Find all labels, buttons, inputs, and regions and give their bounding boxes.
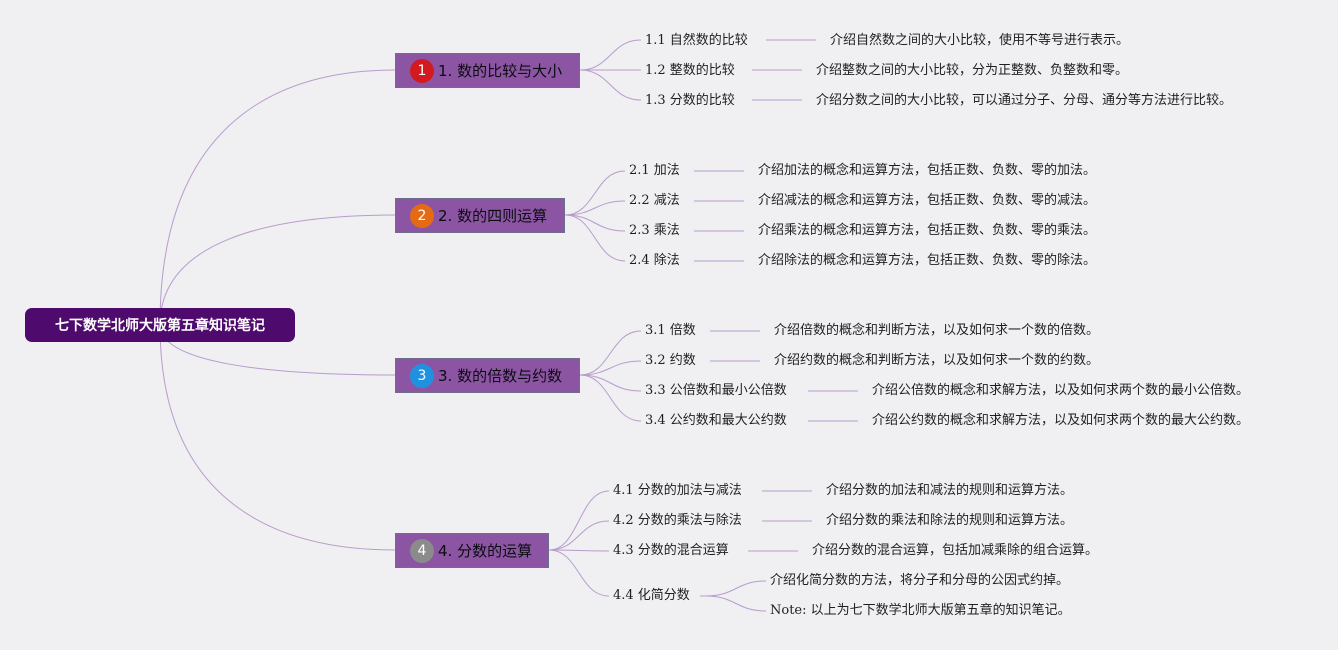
connector-line-14: [564, 214, 626, 262]
connector-line-4: [159, 324, 396, 551]
connector-line-20: [579, 360, 642, 376]
subtopic-1-3-desc[interactable]: 介绍分数之间的大小比较，可以通过分子、分母、通分等方法进行比较。: [816, 93, 1233, 108]
subtopic-2-3-desc[interactable]: 介绍乘法的概念和运算方法，包括正数、负数、零的乘法。: [758, 223, 1097, 238]
number-2-circle-icon: 2: [410, 203, 434, 228]
subtopic-2-1-desc[interactable]: 介绍加法的概念和运算方法，包括正数、负数、零的加法。: [758, 163, 1097, 178]
connector-line-30: [548, 549, 610, 597]
subtopic-2-4[interactable]: 2.4 除法: [629, 253, 680, 268]
connector-line-1: [159, 69, 396, 326]
subtopic-3-2[interactable]: 3.2 约数: [645, 353, 696, 368]
branch-4-topic[interactable]: 4 4. 分数的运算: [395, 533, 549, 568]
subtopic-1-1-desc[interactable]: 介绍自然数之间的大小比较，使用不等号进行表示。: [830, 33, 1130, 48]
subtopic-3-4-desc[interactable]: 介绍公约数的概念和求解方法，以及如何求两个数的最大公约数。: [872, 413, 1250, 428]
branch-2-topic[interactable]: 2 2. 数的四则运算: [395, 198, 565, 233]
connector-line-35: [705, 595, 767, 612]
root-topic[interactable]: 七下数学北师大版第五章知识笔记: [25, 308, 295, 342]
subtopic-4-1[interactable]: 4.1 分数的加法与减法: [613, 483, 742, 498]
subtopic-1-1[interactable]: 1.1 自然数的比较: [645, 33, 748, 48]
connector-line-29: [548, 549, 610, 552]
subtopic-4-4[interactable]: 4.4 化简分数: [613, 588, 690, 603]
subtopic-2-1[interactable]: 2.1 加法: [629, 163, 680, 178]
subtopic-3-3-desc[interactable]: 介绍公倍数的概念和求解方法，以及如何求两个数的最小公倍数。: [872, 383, 1250, 398]
branch-3-topic[interactable]: 3 3. 数的倍数与约数: [395, 358, 580, 393]
subtopic-4-3[interactable]: 4.3 分数的混合运算: [613, 543, 729, 558]
subtopic-3-1[interactable]: 3.1 倍数: [645, 323, 696, 338]
branch-2-label: 2. 数的四则运算: [438, 207, 548, 225]
subtopic-1-2[interactable]: 1.2 整数的比较: [645, 63, 735, 78]
connector-line-28: [548, 520, 610, 551]
subtopic-3-4[interactable]: 3.4 公约数和最大公约数: [645, 413, 787, 428]
connector-line-11: [564, 170, 626, 216]
connector-line-19: [579, 330, 642, 376]
connector-line-13: [564, 214, 626, 232]
number-4-circle-icon: 4: [410, 538, 434, 563]
subtopic-3-1-desc[interactable]: 介绍倍数的概念和判断方法，以及如何求一个数的倍数。: [774, 323, 1100, 338]
connector-line-2: [159, 214, 396, 326]
subtopic-4-4-desc[interactable]: 介绍化简分数的方法，将分子和分母的公因式约掉。: [770, 573, 1070, 588]
connector-line-5: [579, 39, 642, 71]
connector-line-27: [548, 490, 610, 551]
subtopic-3-2-desc[interactable]: 介绍约数的概念和判断方法，以及如何求一个数的约数。: [774, 353, 1100, 368]
connector-line-7: [579, 69, 642, 101]
subtopic-2-3[interactable]: 2.3 乘法: [629, 223, 680, 238]
branch-1-topic[interactable]: 1 1. 数的比较与大小: [395, 53, 580, 88]
subtopic-2-4-desc[interactable]: 介绍除法的概念和运算方法，包括正数、负数、零的除法。: [758, 253, 1097, 268]
connector-line-34: [705, 580, 767, 597]
subtopic-3-3[interactable]: 3.3 公倍数和最小公倍数: [645, 383, 787, 398]
number-1-circle-icon: 1: [410, 58, 434, 83]
subtopic-4-2-desc[interactable]: 介绍分数的乘法和除法的规则和运算方法。: [826, 513, 1074, 528]
number-3-circle-icon: 3: [410, 363, 434, 388]
subtopic-2-2[interactable]: 2.2 减法: [629, 193, 680, 208]
branch-1-label: 1. 数的比较与大小: [438, 62, 563, 80]
subtopic-1-3[interactable]: 1.3 分数的比较: [645, 93, 735, 108]
subtopic-4-3-desc[interactable]: 介绍分数的混合运算，包括加减乘除的组合运算。: [812, 543, 1099, 558]
subtopic-4-4-note[interactable]: Note: 以上为七下数学北师大版第五章的知识笔记。: [770, 603, 1071, 618]
connector-line-22: [579, 374, 642, 422]
connector-line-12: [564, 200, 626, 216]
branch-3-label: 3. 数的倍数与约数: [438, 367, 563, 385]
subtopic-1-2-desc[interactable]: 介绍整数之间的大小比较，分为正整数、负整数和零。: [816, 63, 1129, 78]
connector-line-21: [579, 374, 642, 392]
subtopic-4-1-desc[interactable]: 介绍分数的加法和减法的规则和运算方法。: [826, 483, 1074, 498]
root-topic-label: 七下数学北师大版第五章知识笔记: [55, 318, 265, 334]
subtopic-4-2[interactable]: 4.2 分数的乘法与除法: [613, 513, 742, 528]
subtopic-2-2-desc[interactable]: 介绍减法的概念和运算方法，包括正数、负数、零的减法。: [758, 193, 1097, 208]
branch-4-label: 4. 分数的运算: [438, 542, 533, 560]
